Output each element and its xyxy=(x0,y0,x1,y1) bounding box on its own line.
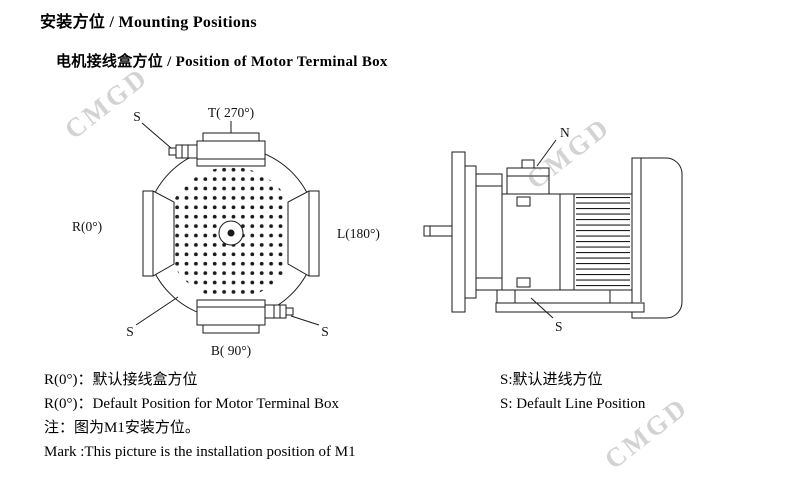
cable-gland-top xyxy=(175,144,198,159)
note-mark-en: Mark :This picture is the installation p… xyxy=(44,444,356,460)
shaft-center-dot xyxy=(227,229,235,237)
page-title: 安装方位 / Mounting Positions xyxy=(40,14,257,31)
label-s-bottom-right: S xyxy=(321,324,329,339)
note-r0-cn: R(0°)：默认接线盒方位 xyxy=(44,372,198,388)
note-s-cn: S:默认进线方位 xyxy=(500,372,603,388)
front-view-drawing xyxy=(135,121,320,334)
note-s-en: S: Default Line Position xyxy=(500,396,646,412)
terminal-box-left xyxy=(142,190,175,277)
fan-cowl xyxy=(631,157,683,319)
label-s-side: S xyxy=(555,319,563,334)
label-t270: T( 270°) xyxy=(208,105,254,120)
leader-s-bottom-left xyxy=(135,296,179,326)
label-b90: B( 90°) xyxy=(211,343,251,358)
terminal-box-right xyxy=(287,190,320,277)
note-mark-cn: 注：图为M1安装方位。 xyxy=(44,420,200,436)
terminal-box-top xyxy=(196,140,266,167)
motor-foot-front xyxy=(496,289,516,304)
motor-shaft xyxy=(423,225,453,237)
leader-s-top xyxy=(141,122,172,149)
leader-s-side xyxy=(530,297,554,319)
motor-foot-rear xyxy=(609,289,633,304)
flange-plate xyxy=(451,151,466,313)
label-s-top: S xyxy=(133,109,141,124)
notes-right-block: S:默认进线方位 S: Default Line Position xyxy=(500,368,645,416)
terminal-box-top-lid xyxy=(202,132,260,142)
note-r0-en: R(0°)：Default Position for Motor Termina… xyxy=(44,396,340,412)
label-s-bottom-left: S xyxy=(126,324,134,339)
bearing-housing xyxy=(475,173,503,291)
label-l180: L(180°) xyxy=(337,226,380,241)
terminal-box-bottom xyxy=(196,299,266,326)
cable-gland-bottom xyxy=(264,304,287,319)
label-n: N xyxy=(560,125,570,140)
terminal-box-side xyxy=(506,167,550,195)
leader-s-bottom-right xyxy=(290,315,320,326)
base-plate xyxy=(495,302,645,313)
terminal-box-bottom-lid xyxy=(202,324,260,334)
section-subtitle: 电机接线盒方位 / Position of Motor Terminal Box xyxy=(56,54,388,70)
label-r0: R(0°) xyxy=(72,219,102,234)
side-view-drawing xyxy=(423,139,683,319)
cooling-fins xyxy=(576,197,630,287)
leader-n xyxy=(536,139,557,167)
notes-left-block: R(0°)：默认接线盒方位 R(0°)：Default Position for… xyxy=(44,368,356,464)
